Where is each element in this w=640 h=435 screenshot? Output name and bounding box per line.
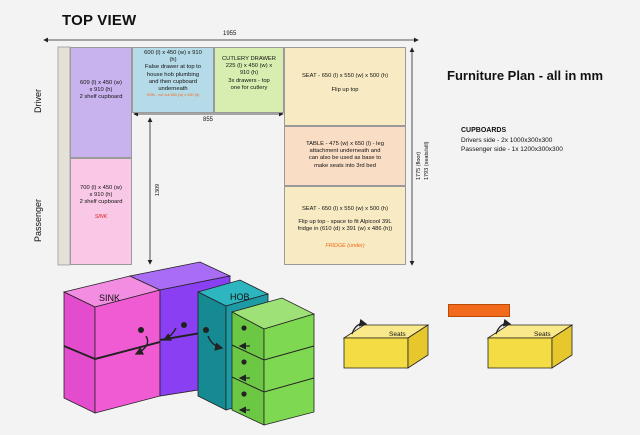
box-text: 2 shelf cupboard: [79, 199, 123, 206]
box-text: CUTLERY DRAWER: [221, 56, 276, 62]
passenger-cupboard-box: 700 (l) x 450 (w) x 910 (h) 2 shelf cupb…: [70, 158, 132, 265]
hob-note: HOB - cut out 560 (w) x 490 (d): [146, 93, 200, 98]
cupboards-line: Passenger side - 1x 1200x300x300: [461, 146, 563, 153]
table-box: TABLE - 475 (w) x 650 (l) - leg attachme…: [284, 126, 406, 186]
box-text: underneath: [158, 86, 188, 93]
box-text: False drawer at top to: [144, 64, 202, 71]
driver-cupboard-box: 609 (l) x 450 (w) x 910 (h) 2 shelf cupb…: [70, 47, 132, 158]
box-text: can also be used as base to: [308, 155, 382, 162]
dimension-floor-label: 1775 (floor): [416, 151, 422, 180]
box-text: Flip up top: [331, 87, 359, 94]
box-text: and then cupboard: [148, 78, 198, 85]
fridge-note: FRIDGE (under): [325, 242, 365, 249]
plan-title: Furniture Plan - all in mm: [447, 68, 604, 83]
table-top-bar: [448, 304, 510, 317]
box-text: one for cutlery: [230, 84, 268, 91]
box-text: 600 (l) x 450 (w) x 910: [144, 50, 202, 56]
seats-label-left: Seats: [389, 331, 406, 338]
dimension-depth-label: 1309: [155, 183, 161, 196]
box-text: house hob plumbing: [146, 71, 200, 78]
hob-model-label: HOB: [230, 292, 250, 302]
box-text: make seats into 3rd bed: [314, 162, 376, 169]
false-drawer-box: 600 (l) x 450 (w) x 910 (h) False drawer…: [132, 47, 214, 113]
box-text: fridge in (610 (d) x 391 (w) x 486 (h)): [297, 226, 393, 233]
box-text: 609 (l) x 450 (w): [80, 80, 122, 86]
seat-box-left: [342, 318, 430, 369]
box-text: 2 shelf cupboard: [79, 94, 123, 101]
cupboards-heading: CUPBOARDS: [461, 127, 507, 134]
box-text: 3x drawers - top: [228, 77, 270, 84]
cutlery-drawer-box: CUTLERY DRAWER 225 (l) x 450 (w) x 910 (…: [214, 47, 284, 113]
dimension-inner-label: 855: [203, 117, 214, 123]
box-text: x 910 (h): [89, 192, 113, 199]
box-text: (h): [169, 57, 177, 64]
seat-bottom-box: SEAT - 650 (l) x 550 (w) x 500 (h) Flip …: [284, 186, 406, 265]
cupboards-line: Drivers side - 2x 1000x300x300: [461, 137, 553, 144]
sink-model-label: SINK: [99, 293, 121, 303]
box-text: 225 (l) x 450 (w) x: [225, 63, 273, 70]
box-text: SEAT - 650 (l) x 550 (w) x 500 (h): [301, 206, 389, 212]
seats-label-right: Seats: [534, 331, 551, 338]
dimension-overall-label: 1955: [223, 31, 237, 37]
box-text: TABLE - 475 (w) x 650 (l) - leg: [306, 141, 384, 147]
box-text: x 910 (h): [89, 87, 113, 94]
box-text: attachment underneath and: [309, 148, 381, 155]
box-text: Flip up top - space to fit Alpicool 39L: [298, 219, 392, 226]
dimension-seat-label: 1793 (seats/sill): [424, 141, 430, 180]
seat-top-box: SEAT - 650 (l) x 550 (w) x 500 (h) Flip …: [284, 47, 406, 126]
seat-box-right: [486, 318, 574, 369]
box-text: 700 (l) x 450 (w): [80, 185, 122, 191]
page-title: TOP VIEW: [62, 12, 137, 29]
wall-strip: [57, 46, 71, 266]
kitchen-3d-model: [62, 261, 316, 426]
box-text: 910 (h): [239, 70, 259, 77]
box-text: SEAT - 650 (l) x 550 (w) x 500 (h): [301, 73, 389, 79]
sink-note: SINK: [94, 213, 108, 220]
